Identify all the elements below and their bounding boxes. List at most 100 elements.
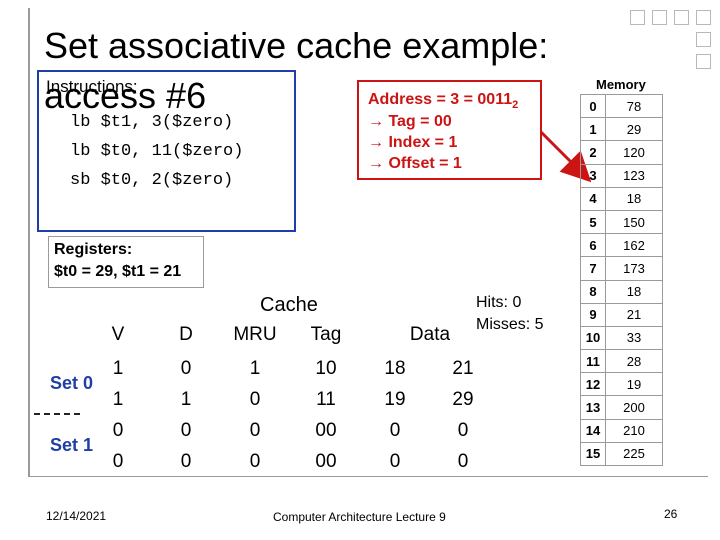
instruction-line: lb $t1, 3($zero) <box>70 113 234 132</box>
cache-cell-data0: 0 <box>389 420 401 441</box>
cache-cell-data0: 18 <box>384 358 406 379</box>
bottom-rule <box>28 476 708 477</box>
col-header-valid: V <box>111 324 125 345</box>
address-index: → Index = 1 <box>368 134 458 151</box>
cache-cell-tag: 10 <box>315 358 337 379</box>
memory-title: Memory <box>596 77 646 92</box>
left-rule <box>28 8 30 476</box>
memory-value: 225 <box>605 441 663 467</box>
hits-count: Hits: 0 <box>476 294 522 311</box>
cache-cell-valid: 1 <box>112 358 124 379</box>
memory-address: 1 <box>580 117 606 142</box>
set-1-label: Set 1 <box>50 435 94 455</box>
memory-address: 14 <box>580 418 606 443</box>
memory-value: 162 <box>605 233 663 258</box>
memory-value: 18 <box>605 279 663 304</box>
memory-value: 120 <box>605 140 663 165</box>
memory-address: 5 <box>580 209 606 235</box>
cache-cell-data1: 21 <box>452 358 474 379</box>
cache-cell-mru: 0 <box>249 420 261 441</box>
instructions-label: Instructions: <box>46 77 138 96</box>
col-header-data: Data <box>409 324 451 345</box>
address-prefix: Address = 3 = 0011 <box>368 91 513 108</box>
memory-address: 10 <box>580 325 606 351</box>
cache-cell-valid: 0 <box>112 420 124 441</box>
memory-value: 29 <box>605 117 663 142</box>
address-offset: → Offset = 1 <box>368 155 462 172</box>
memory-address: 9 <box>580 302 606 327</box>
address-value: Address = 3 = 00112 <box>368 92 518 111</box>
set-divider <box>34 413 80 415</box>
memory-value: 173 <box>605 256 663 281</box>
memory-value: 123 <box>605 163 663 188</box>
memory-value: 210 <box>605 418 663 443</box>
cache-cell-dirty: 0 <box>180 451 192 472</box>
col-header-tag: Tag <box>310 324 342 345</box>
misses-count: Misses: 5 <box>476 316 544 333</box>
slide-title: Set associative cache example: <box>44 25 549 66</box>
set-0-label: Set 0 <box>50 373 94 393</box>
registers-values: $t0 = 29, $t1 = 21 <box>54 263 182 280</box>
registers-label: Registers: <box>54 241 133 258</box>
memory-address: 8 <box>580 279 606 304</box>
cache-cell-valid: 0 <box>112 451 124 472</box>
cache-cell-mru: 0 <box>249 451 261 472</box>
corner-square-4 <box>696 10 711 25</box>
corner-square-1 <box>630 10 645 25</box>
registers-box <box>48 236 204 288</box>
cache-cell-data1: 0 <box>457 420 469 441</box>
slide-page-number: 26 <box>664 507 678 521</box>
cache-cell-tag: 00 <box>315 451 337 472</box>
instructions-box <box>37 70 296 232</box>
memory-address: 15 <box>580 441 606 467</box>
memory-value: 28 <box>605 349 663 374</box>
memory-address: 12 <box>580 372 606 397</box>
slide-footer: Computer Architecture Lecture 9 <box>273 510 446 524</box>
memory-value: 150 <box>605 209 663 235</box>
memory-value: 21 <box>605 302 663 327</box>
cache-cell-data1: 29 <box>452 389 474 410</box>
cache-cell-valid: 1 <box>112 389 124 410</box>
memory-address: 0 <box>580 93 606 119</box>
slide-subtitle: access #6 <box>44 75 207 116</box>
address-base: 2 <box>512 99 519 112</box>
memory-value: 78 <box>605 93 663 119</box>
memory-value: 18 <box>605 186 663 211</box>
memory-value: 33 <box>605 325 663 351</box>
memory-value: 200 <box>605 395 663 420</box>
address-box <box>357 80 542 180</box>
memory-address: 7 <box>580 256 606 281</box>
memory-address: 11 <box>580 349 606 374</box>
memory-address: 4 <box>580 186 606 211</box>
memory-address: 6 <box>580 233 606 258</box>
col-header-dirty: D <box>179 324 193 345</box>
memory-address: 3 <box>580 163 606 188</box>
corner-square-2 <box>652 10 667 25</box>
memory-value: 19 <box>605 372 663 397</box>
cache-cell-data1: 0 <box>457 451 469 472</box>
cache-cell-mru: 0 <box>249 389 261 410</box>
address-tag: → Tag = 00 <box>368 113 452 130</box>
cache-cell-tag: 11 <box>316 389 336 410</box>
cache-title: Cache <box>260 294 318 316</box>
cache-cell-data0: 0 <box>389 451 401 472</box>
cache-cell-data0: 19 <box>384 389 406 410</box>
cache-cell-dirty: 0 <box>180 420 192 441</box>
